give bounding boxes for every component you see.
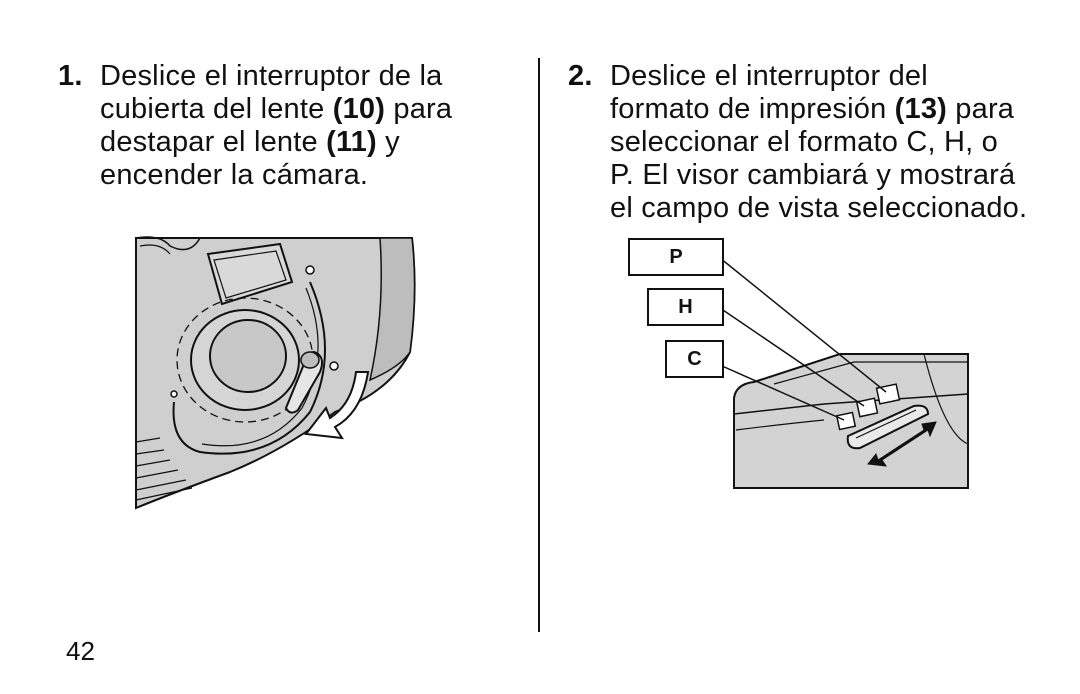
step-1-number: 1. (58, 60, 83, 92)
step-2-line-2: formato de impresión (13) para (610, 93, 1027, 126)
step-1-line-2: cubierta del lente (10) para (100, 93, 452, 126)
step-1-line-3: destapar el lente (11) y (100, 126, 452, 159)
step-2-line-1: Deslice el interruptor del (610, 60, 1027, 93)
step-2-text: Deslice el interruptor del formato de im… (610, 60, 1027, 225)
format-label-p: P (628, 238, 724, 276)
step-2-line-3-text: seleccionar el formato C, H, o (610, 126, 998, 158)
step-2-line-4: P. El visor cambiará y mostrará (610, 159, 1027, 192)
step-1-line-3-text: destapar el lente (100, 126, 327, 158)
step-2-line-5-text: el campo de vista seleccionado. (610, 192, 1028, 224)
lens-cover-illustration (135, 236, 416, 510)
step-1-line-4: encender la cámara. (100, 159, 452, 192)
step-1-line-2-tail: para (385, 93, 453, 125)
step-2-line-2-text: formato de impresión (610, 93, 895, 125)
step-2-line-3: seleccionar el formato C, H, o (610, 126, 1027, 159)
step-2-line-5: el campo de vista seleccionado. (610, 192, 1027, 225)
page-number: 42 (66, 636, 95, 666)
step-1-text: Deslice el interruptor de la cubierta de… (100, 60, 452, 192)
step-1-line-4-text: encender la cámara. (100, 159, 369, 191)
step-2-line-4-text: P. El visor cambiará y mostrará (610, 159, 1016, 191)
column-divider (538, 58, 540, 632)
ref-10: (10) (332, 93, 386, 125)
step-2-number: 2. (568, 60, 593, 92)
format-label-c: C (665, 340, 724, 378)
format-label-h: H (647, 288, 724, 326)
step-1-line-2-text: cubierta del lente (100, 93, 333, 125)
ref-11: (11) (326, 126, 377, 158)
format-switch-illustration (703, 257, 969, 489)
step-2-line-1-text: Deslice el interruptor del (610, 60, 928, 92)
step-1-line-1: Deslice el interruptor de la (100, 60, 452, 93)
step-1-line-1-text: Deslice el interruptor de la (100, 60, 443, 92)
ref-13: (13) (894, 93, 948, 125)
step-1-line-3-tail: y (376, 126, 400, 158)
step-2-line-2-tail: para (947, 93, 1015, 125)
